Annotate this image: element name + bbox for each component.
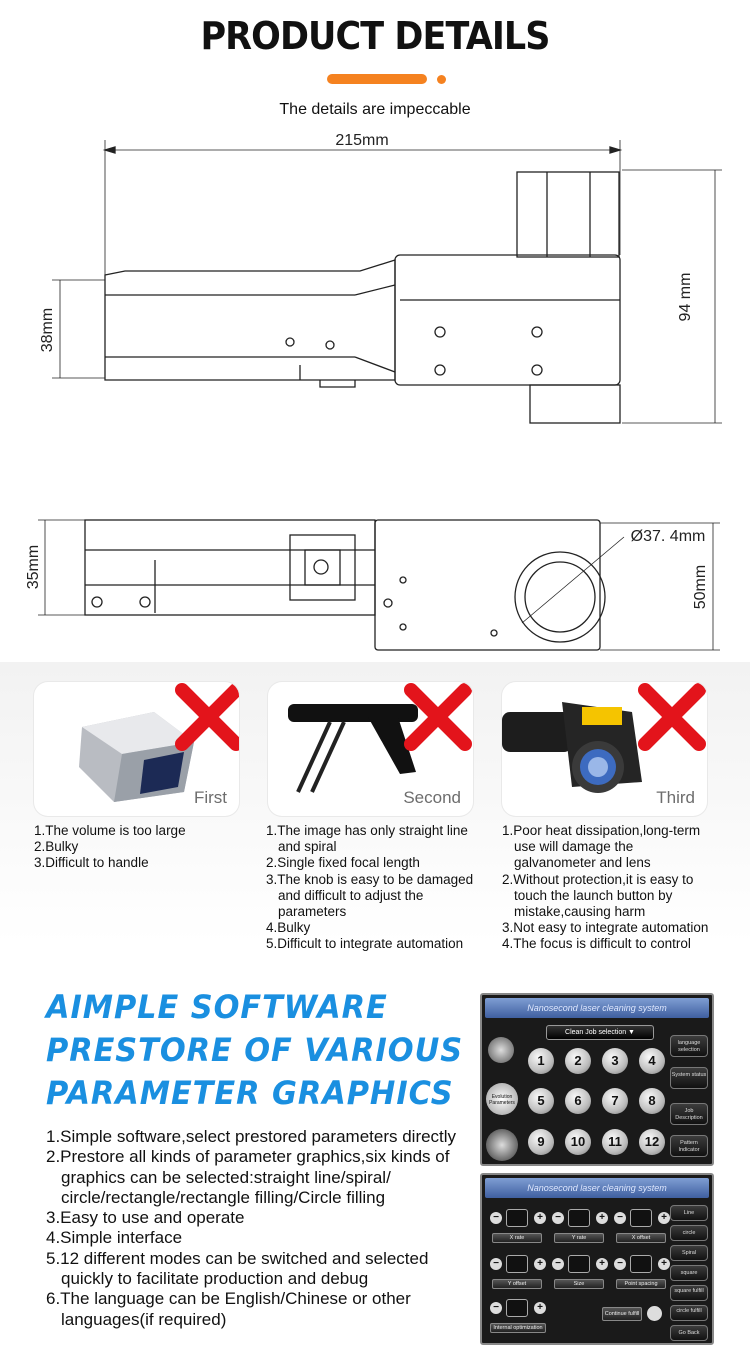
size-stepper[interactable]: −+ xyxy=(552,1255,608,1273)
card-label-third: Third xyxy=(656,788,695,807)
width-dimension-label: 215mm xyxy=(335,132,388,149)
card-label-first: First xyxy=(193,788,227,807)
software-features-list: 1.Simple software,select prestored param… xyxy=(46,1127,466,1330)
page-subtitle: The details are impeccable xyxy=(279,101,471,118)
circle-pattern-button[interactable]: circle xyxy=(670,1225,708,1241)
list-item: 2.Single fixed focal length xyxy=(266,855,420,871)
software-heading: AIMPLE SOFTWARE PRESTORE OF VARIOUS PARA… xyxy=(46,986,463,1115)
list-item: 1.The volume is too large xyxy=(34,823,186,838)
job-selection-dropdown[interactable]: Clean Job selection ▼ xyxy=(546,1025,654,1040)
mode-button-3[interactable]: 3 xyxy=(602,1048,628,1074)
second-drawbacks-list: 1.The image has only straight line and s… xyxy=(266,823,486,953)
square-fulfill-pattern-button[interactable]: square fulfill xyxy=(670,1285,708,1301)
continue-fulfill-button[interactable]: Continue fulfill xyxy=(602,1307,642,1321)
list-item: 1.Poor heat dissipation,long-term use wi… xyxy=(502,823,701,871)
competitor-card-second: Second xyxy=(268,682,473,816)
list-item: 3.Easy to use and operate xyxy=(46,1208,245,1228)
screen-header: Nanosecond laser cleaning system xyxy=(485,1178,709,1198)
evolution-parameters-button[interactable]: Evolution Parameters xyxy=(486,1083,518,1115)
line-pattern-button[interactable]: Line xyxy=(670,1205,708,1221)
list-item: 4.Bulky xyxy=(266,920,311,936)
y-rate-stepper[interactable]: −+ xyxy=(552,1209,608,1227)
list-item: 1.The image has only straight line and s… xyxy=(266,823,468,855)
list-item: 4.The focus is difficult to control xyxy=(502,936,691,952)
point-spacing-stepper[interactable]: −+ xyxy=(614,1255,670,1273)
mode-button-4[interactable]: 4 xyxy=(639,1048,665,1074)
list-item: 3.Not easy to integrate automation xyxy=(502,920,709,936)
mode-button-9[interactable]: 9 xyxy=(528,1129,554,1155)
size-label: Size xyxy=(554,1279,604,1289)
software-heading-line: PRESTORE OF VARIOUS xyxy=(46,1031,464,1069)
list-item: 1.Simple software,select prestored param… xyxy=(46,1127,457,1146)
square-pattern-button[interactable]: square xyxy=(670,1265,708,1281)
side-view-svg: 215mm 38mm 94 mm xyxy=(39,132,722,424)
y-offset-label: Y offset xyxy=(492,1279,542,1289)
screen-header: Nanosecond laser cleaning system xyxy=(485,998,709,1018)
top-right-height-label: 50mm xyxy=(692,565,709,609)
mode-button-11[interactable]: 11 xyxy=(602,1129,628,1155)
mode-button-5[interactable]: 5 xyxy=(528,1088,554,1114)
x-rate-stepper[interactable]: −+ xyxy=(490,1209,546,1227)
x-mark-icon xyxy=(638,683,706,751)
top-view-drawing: 35mm Ø37. 4mm 50mm xyxy=(0,505,750,665)
internal-optimization-stepper[interactable]: −+ xyxy=(490,1299,546,1317)
accent-dot xyxy=(437,75,446,84)
status-knob-icon[interactable] xyxy=(488,1037,514,1063)
y-offset-stepper[interactable]: −+ xyxy=(490,1255,546,1273)
list-item: 2.Without protection,it is easy to touch… xyxy=(502,871,694,920)
software-heading-line: PARAMETER GRAPHICS xyxy=(46,1074,454,1112)
continue-fulfill-toggle[interactable] xyxy=(647,1306,662,1321)
mode-button-8[interactable]: 8 xyxy=(639,1088,665,1114)
x-offset-label: X offset xyxy=(616,1233,666,1243)
x-offset-stepper[interactable]: −+ xyxy=(614,1209,670,1227)
mode-button-6[interactable]: 6 xyxy=(565,1088,591,1114)
language-selection-button[interactable]: language selection xyxy=(670,1035,708,1057)
third-drawbacks-list: 1.Poor heat dissipation,long-term use wi… xyxy=(502,823,717,953)
list-item: 5.Difficult to integrate automation xyxy=(266,936,464,952)
list-item: 2.Prestore all kinds of parameter graphi… xyxy=(46,1147,450,1207)
second-product-image xyxy=(288,704,418,793)
list-item: 5.12 different modes can be switched and… xyxy=(46,1248,429,1289)
right-height-label: 94 mm xyxy=(677,273,694,322)
internal-optimization-label: Internal optimization xyxy=(490,1323,546,1333)
top-left-height-label: 35mm xyxy=(25,545,42,589)
left-height-label: 38mm xyxy=(39,308,56,352)
mode-button-12[interactable]: 12 xyxy=(639,1129,665,1155)
gear-icon[interactable] xyxy=(486,1129,518,1161)
diameter-label: Ø37. 4mm xyxy=(631,528,706,545)
mode-button-7[interactable]: 7 xyxy=(602,1088,628,1114)
x-mark-icon xyxy=(404,683,472,751)
third-product-image xyxy=(502,702,642,793)
spiral-pattern-button[interactable]: Spiral xyxy=(670,1245,708,1261)
competitor-card-first: First xyxy=(34,682,239,816)
y-rate-label: Y rate xyxy=(554,1233,604,1243)
job-description-button[interactable]: Job Description xyxy=(670,1103,708,1125)
mode-button-2[interactable]: 2 xyxy=(565,1048,591,1074)
list-item: 6.The language can be English/Chinese or… xyxy=(46,1289,411,1329)
accent-bar xyxy=(327,74,427,84)
system-status-button[interactable]: System status xyxy=(670,1067,708,1089)
x-rate-label: X rate xyxy=(492,1233,542,1243)
point-spacing-label: Point spacing xyxy=(616,1279,666,1289)
list-item: 3.Difficult to handle xyxy=(34,855,149,871)
list-item: 2.Bulky xyxy=(34,839,79,855)
mode-button-1[interactable]: 1 xyxy=(528,1048,554,1074)
list-item: 4.Simple interface xyxy=(46,1228,183,1248)
top-view-svg: 35mm Ø37. 4mm 50mm xyxy=(25,519,720,651)
x-mark-icon xyxy=(175,683,239,751)
mode-button-10[interactable]: 10 xyxy=(565,1129,591,1155)
pattern-indicator-button[interactable]: Pattern Indicator xyxy=(670,1135,708,1157)
list-item: 3.The knob is easy to be damaged and dif… xyxy=(266,871,474,920)
job-selection-screen: Nanosecond laser cleaning system Clean J… xyxy=(480,993,714,1166)
first-product-image xyxy=(79,712,194,802)
card-label-second: Second xyxy=(403,788,461,807)
circle-fulfill-pattern-button[interactable]: circle fulfill xyxy=(670,1305,708,1321)
go-back-button[interactable]: Go Back xyxy=(670,1325,708,1341)
parameter-screen: Nanosecond laser cleaning system −+ −+ −… xyxy=(480,1173,714,1345)
software-heading-line: AIMPLE SOFTWARE xyxy=(46,988,388,1026)
side-view-drawing: 215mm 38mm 94 mm xyxy=(0,125,750,435)
first-drawbacks-list: 1.The volume is too large 2.Bulky 3.Diff… xyxy=(34,823,254,872)
competitor-card-third: Third xyxy=(502,682,707,816)
page-title: PRODUCT DETAILS xyxy=(200,14,550,58)
